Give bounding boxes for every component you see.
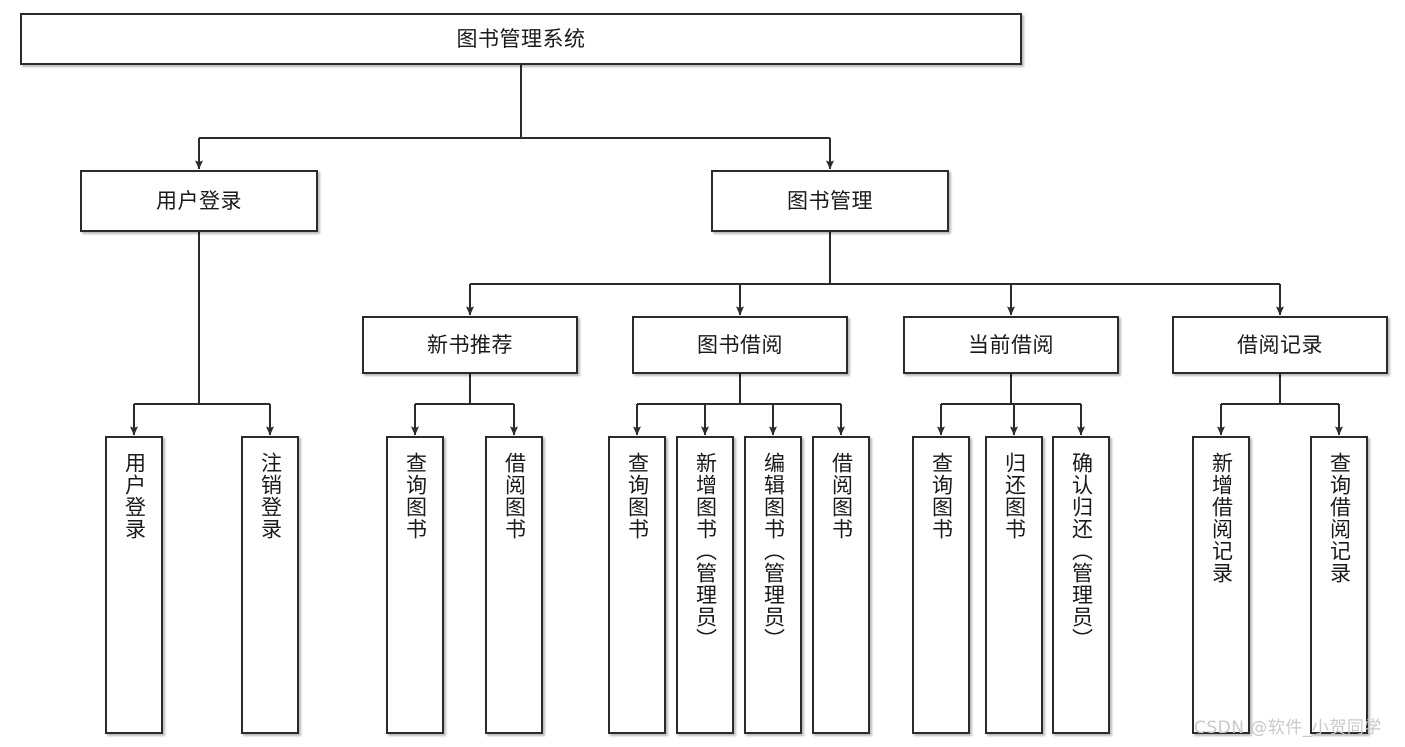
node-label: 新书推荐 (427, 332, 513, 357)
node-label: 借阅记录 (1237, 332, 1323, 357)
node-root[interactable]: 图书管理系统 (20, 13, 1022, 65)
node-label: 用户登录 (122, 452, 147, 540)
node-leaf-user-login[interactable]: 用户登录 (105, 436, 163, 734)
node-leaf-bk-add[interactable]: 新增图书（管理员） (676, 436, 734, 734)
node-label: 归还图书 (1002, 452, 1027, 540)
node-leaf-cur-query[interactable]: 查询图书 (912, 436, 970, 734)
node-newbook[interactable]: 新书推荐 (362, 316, 578, 374)
node-label: 注销登录 (258, 452, 283, 540)
node-label: 编辑图书（管理员） (761, 452, 786, 650)
node-label: 图书管理 (787, 188, 873, 213)
node-borrow[interactable]: 图书借阅 (632, 316, 848, 374)
node-label: 查询图书 (403, 452, 428, 540)
node-label: 用户登录 (156, 188, 242, 213)
csdn-watermark: CSDN @软件_小贺同学 (1194, 718, 1382, 738)
node-leaf-bk-edit[interactable]: 编辑图书（管理员） (744, 436, 802, 734)
node-records[interactable]: 借阅记录 (1172, 316, 1388, 374)
node-leaf-user-logout[interactable]: 注销登录 (241, 436, 299, 734)
node-leaf-bk-borrow[interactable]: 借阅图书 (812, 436, 870, 734)
node-leaf-nb-borrow[interactable]: 借阅图书 (485, 436, 543, 734)
node-label: 查询图书 (625, 452, 650, 540)
node-label: 查询借阅记录 (1327, 452, 1352, 584)
node-current[interactable]: 当前借阅 (903, 316, 1119, 374)
node-label: 确认归还（管理员） (1069, 452, 1094, 650)
node-leaf-nb-query[interactable]: 查询图书 (386, 436, 444, 734)
node-leaf-cur-return[interactable]: 归还图书 (985, 436, 1043, 734)
node-leaf-cur-confirm[interactable]: 确认归还（管理员） (1052, 436, 1110, 734)
node-login[interactable]: 用户登录 (80, 170, 318, 232)
node-bookmgmt[interactable]: 图书管理 (711, 170, 949, 232)
node-label: 新增借阅记录 (1209, 452, 1234, 584)
node-label: 图书管理系统 (456, 26, 586, 51)
node-leaf-rec-query[interactable]: 查询借阅记录 (1310, 436, 1368, 734)
node-label: 借阅图书 (829, 452, 854, 540)
node-leaf-rec-add[interactable]: 新增借阅记录 (1192, 436, 1250, 734)
node-label: 借阅图书 (502, 452, 527, 540)
node-label: 当前借阅 (968, 332, 1054, 357)
node-leaf-bk-query[interactable]: 查询图书 (608, 436, 666, 734)
node-label: 查询图书 (929, 452, 954, 540)
node-label: 新增图书（管理员） (693, 452, 718, 650)
node-label: 图书借阅 (697, 332, 783, 357)
